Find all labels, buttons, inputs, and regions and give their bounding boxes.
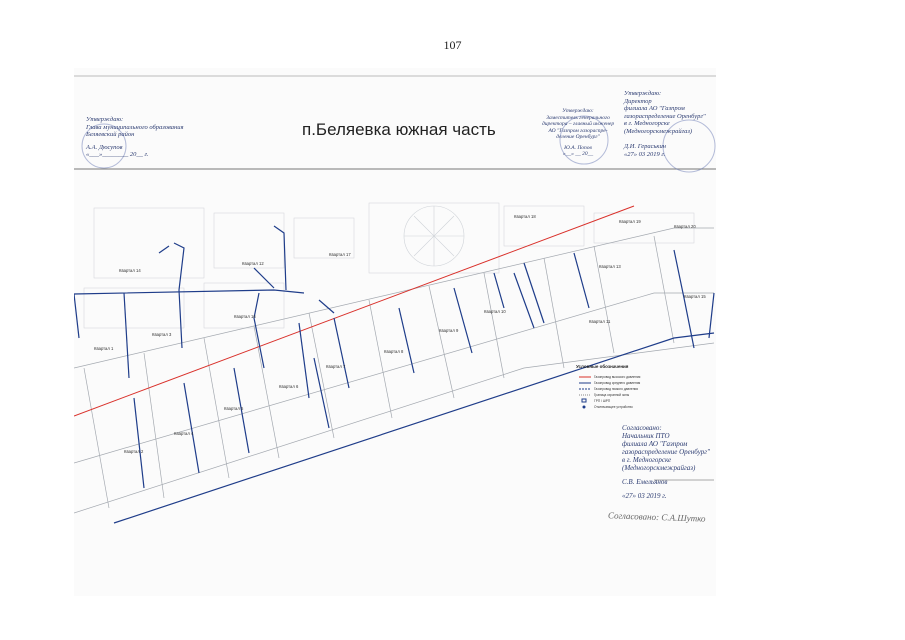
approval-date: «27» 03 2019 г. (624, 150, 666, 158)
quarter-label: Квартал 19 (619, 219, 641, 224)
quarter-label: Квартал 14 (119, 268, 141, 273)
legend-item: Газопровод низкого давления (594, 387, 638, 391)
quarter-label: Квартал 17 (329, 252, 351, 257)
legend-item: Граница охранной зоны (594, 393, 630, 397)
legend-item: Отключающее устройство (594, 405, 633, 409)
quarter-label: Квартал 15 (684, 294, 706, 299)
agreed-line: в г. Медногорске (622, 456, 672, 464)
approval-line: филиала АО "Газпром (624, 105, 685, 112)
street-grid (74, 227, 715, 514)
approval-line: Глава муниципального образования (86, 123, 184, 131)
quarter-label: Квартал 8 (384, 349, 404, 354)
approval-line: директора – главный инженер (542, 121, 615, 127)
approval-line: Беляевский район (86, 131, 135, 138)
approval-line: деление Оренбург" (556, 134, 600, 140)
quarter-label: Квартал 18 (514, 214, 536, 219)
quarter-label: Квартал 20 (674, 224, 696, 229)
agreed-line: филиала АО "Газпром (622, 440, 688, 448)
approval-signature: А.А. Дюсупов (86, 143, 123, 151)
approval-line: АО "Газпром газораспре- (548, 127, 608, 134)
approval-block-left: Утверждаю: Глава муниципального образова… (86, 116, 184, 159)
high-pressure-pipe (74, 205, 635, 417)
legend-item: ГРП / ШРП (594, 399, 611, 403)
legend-title: Условные обозначения (576, 364, 629, 369)
approval-line: в г. Медногорске (624, 120, 670, 127)
agreed-block: Согласовано: Начальник ПТО филиала АО "Г… (622, 424, 710, 500)
quarter-label: Квартал 5 (224, 406, 244, 411)
approval-line: Утверждаю: (562, 108, 594, 114)
agreed-line: Начальник ПТО (622, 432, 670, 440)
stamp-left (81, 123, 127, 169)
agreed-line: газораспределение Оренбург" (622, 448, 710, 456)
gas-network (74, 225, 715, 524)
agreed-date: «27» 03 2019 г. (622, 492, 667, 500)
quarter-label: Квартал 2 (124, 449, 144, 454)
approval-line: Заместитель генерального (546, 114, 610, 121)
park-pattern (403, 205, 465, 267)
approval-line: Утверждаю: (86, 116, 124, 123)
agreed-line: (Медногорскмежрайгаз) (622, 464, 696, 472)
quarter-label: Квартал 9 (439, 328, 459, 333)
map-title: п.Беляевка южная часть (302, 120, 496, 139)
quarter-label: Квартал 12 (242, 261, 264, 266)
legend-item: Газопровод среднего давления (594, 381, 641, 385)
approval-line: Директор (624, 97, 652, 105)
approval-line: Утверждаю: (624, 90, 662, 97)
approval-date: «___»________ 20__ г. (86, 151, 149, 158)
approval-block-center: Утверждаю: Заместитель генерального дире… (542, 108, 614, 158)
quarter-label: Квартал 6 (279, 384, 299, 389)
agreed-line: Согласовано: (622, 424, 662, 432)
stamp-center (559, 115, 609, 165)
approval-signature: Д.И. Гераськин (624, 143, 666, 150)
approval-block-right: Утверждаю: Директор филиала АО "Газпром … (624, 90, 706, 158)
approval-date: «__» __ 20__ (562, 151, 594, 157)
quarter-label: Квартал 10 (484, 309, 506, 314)
map-drawing: Квартал 1 Квартал 2 Квартал 3 Квартал 4 … (74, 75, 716, 524)
scanned-gas-map: Квартал 1 Квартал 2 Квартал 3 Квартал 4 … (74, 68, 716, 596)
stamp-right (662, 119, 716, 173)
agreed-signature: С.В. Емельянов (622, 478, 668, 486)
approval-signature: Ю.А. Попов (564, 144, 592, 151)
quarter-label: Квартал 13 (599, 264, 621, 269)
quarter-label: Квартал 11 (589, 319, 611, 324)
approval-line: газораспределение Оренбург" (624, 112, 706, 120)
legend-item: Газопровод высокого давления (594, 375, 641, 379)
quarter-label: Квартал 16 (234, 314, 256, 319)
quarter-label: Квартал 3 (152, 332, 172, 337)
quarter-label: Квартал 7 (326, 364, 346, 369)
quarter-label: Квартал 1 (94, 346, 114, 351)
page-number: 107 (443, 38, 462, 52)
legend-symbols (579, 376, 591, 409)
approval-line: (Медногорскмежрайгаз) (624, 127, 693, 135)
quarter-label: Квартал 4 (174, 431, 194, 436)
